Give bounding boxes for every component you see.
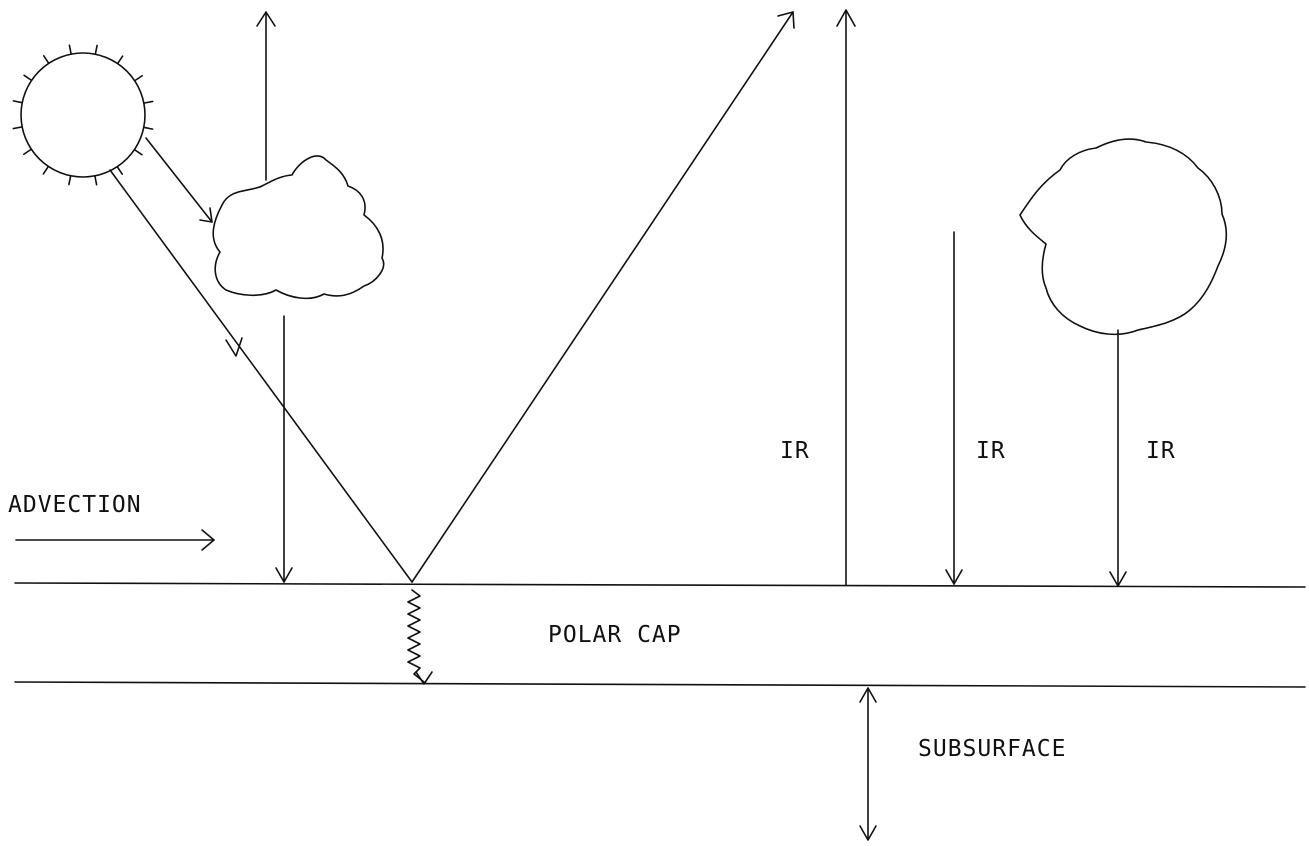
- ir-cloud-label: IR: [1146, 438, 1176, 464]
- sun-rays: [12, 44, 154, 186]
- reflected-solar-arrow: [411, 11, 794, 583]
- sun-ray: [116, 55, 124, 65]
- sun-ray: [94, 44, 98, 56]
- advection-label: ADVECTION: [8, 492, 142, 518]
- sun-ray: [94, 175, 98, 186]
- sun-ray: [68, 44, 72, 55]
- sun-ray: [12, 100, 24, 104]
- surface-line: [14, 582, 1306, 588]
- advection-arrowhead: [201, 529, 215, 551]
- subsurface-arrowhead-down: [859, 825, 877, 841]
- reflected-solar-arrowhead: [777, 11, 795, 29]
- cloud-right: [1019, 138, 1228, 336]
- ir-downward-label: IR: [976, 438, 1006, 464]
- sun-ray: [23, 148, 33, 156]
- solar-incoming-arrow: [109, 169, 413, 583]
- conduction-squiggle: [407, 589, 425, 683]
- subsurface-arrowhead-up: [859, 687, 877, 703]
- ir-cloud-arrowhead: [1109, 571, 1127, 587]
- ir-upward-arrowhead: [836, 9, 856, 27]
- solar-incoming-arrowhead: [225, 337, 243, 357]
- ir-downward-arrowhead: [945, 569, 963, 585]
- sun-to-cloud-arrow: [145, 137, 213, 223]
- sun-ray: [42, 165, 50, 175]
- ir-upward-label: IR: [780, 438, 810, 464]
- conduction-arrowhead: [415, 671, 433, 685]
- sun-ray: [68, 174, 72, 186]
- cloud-left: [212, 155, 385, 300]
- sun-ray: [133, 148, 143, 156]
- cap-bottom-line: [14, 681, 1306, 688]
- sun: [12, 44, 154, 186]
- sun-ray: [42, 55, 50, 65]
- cloud-down-arrowhead: [275, 567, 293, 583]
- sun-to-cloud-arrowhead: [199, 207, 213, 223]
- sun-ray: [116, 165, 124, 175]
- sun-ray: [142, 126, 154, 130]
- sun-ray: [143, 100, 154, 104]
- subsurface-label: SUBSURFACE: [918, 736, 1066, 762]
- sun-ray: [23, 74, 33, 82]
- sun-ray: [133, 74, 143, 82]
- sun-ray: [12, 126, 23, 130]
- cloud-reflection-arrowhead: [256, 11, 276, 27]
- polar-cap-label: POLAR CAP: [548, 622, 682, 648]
